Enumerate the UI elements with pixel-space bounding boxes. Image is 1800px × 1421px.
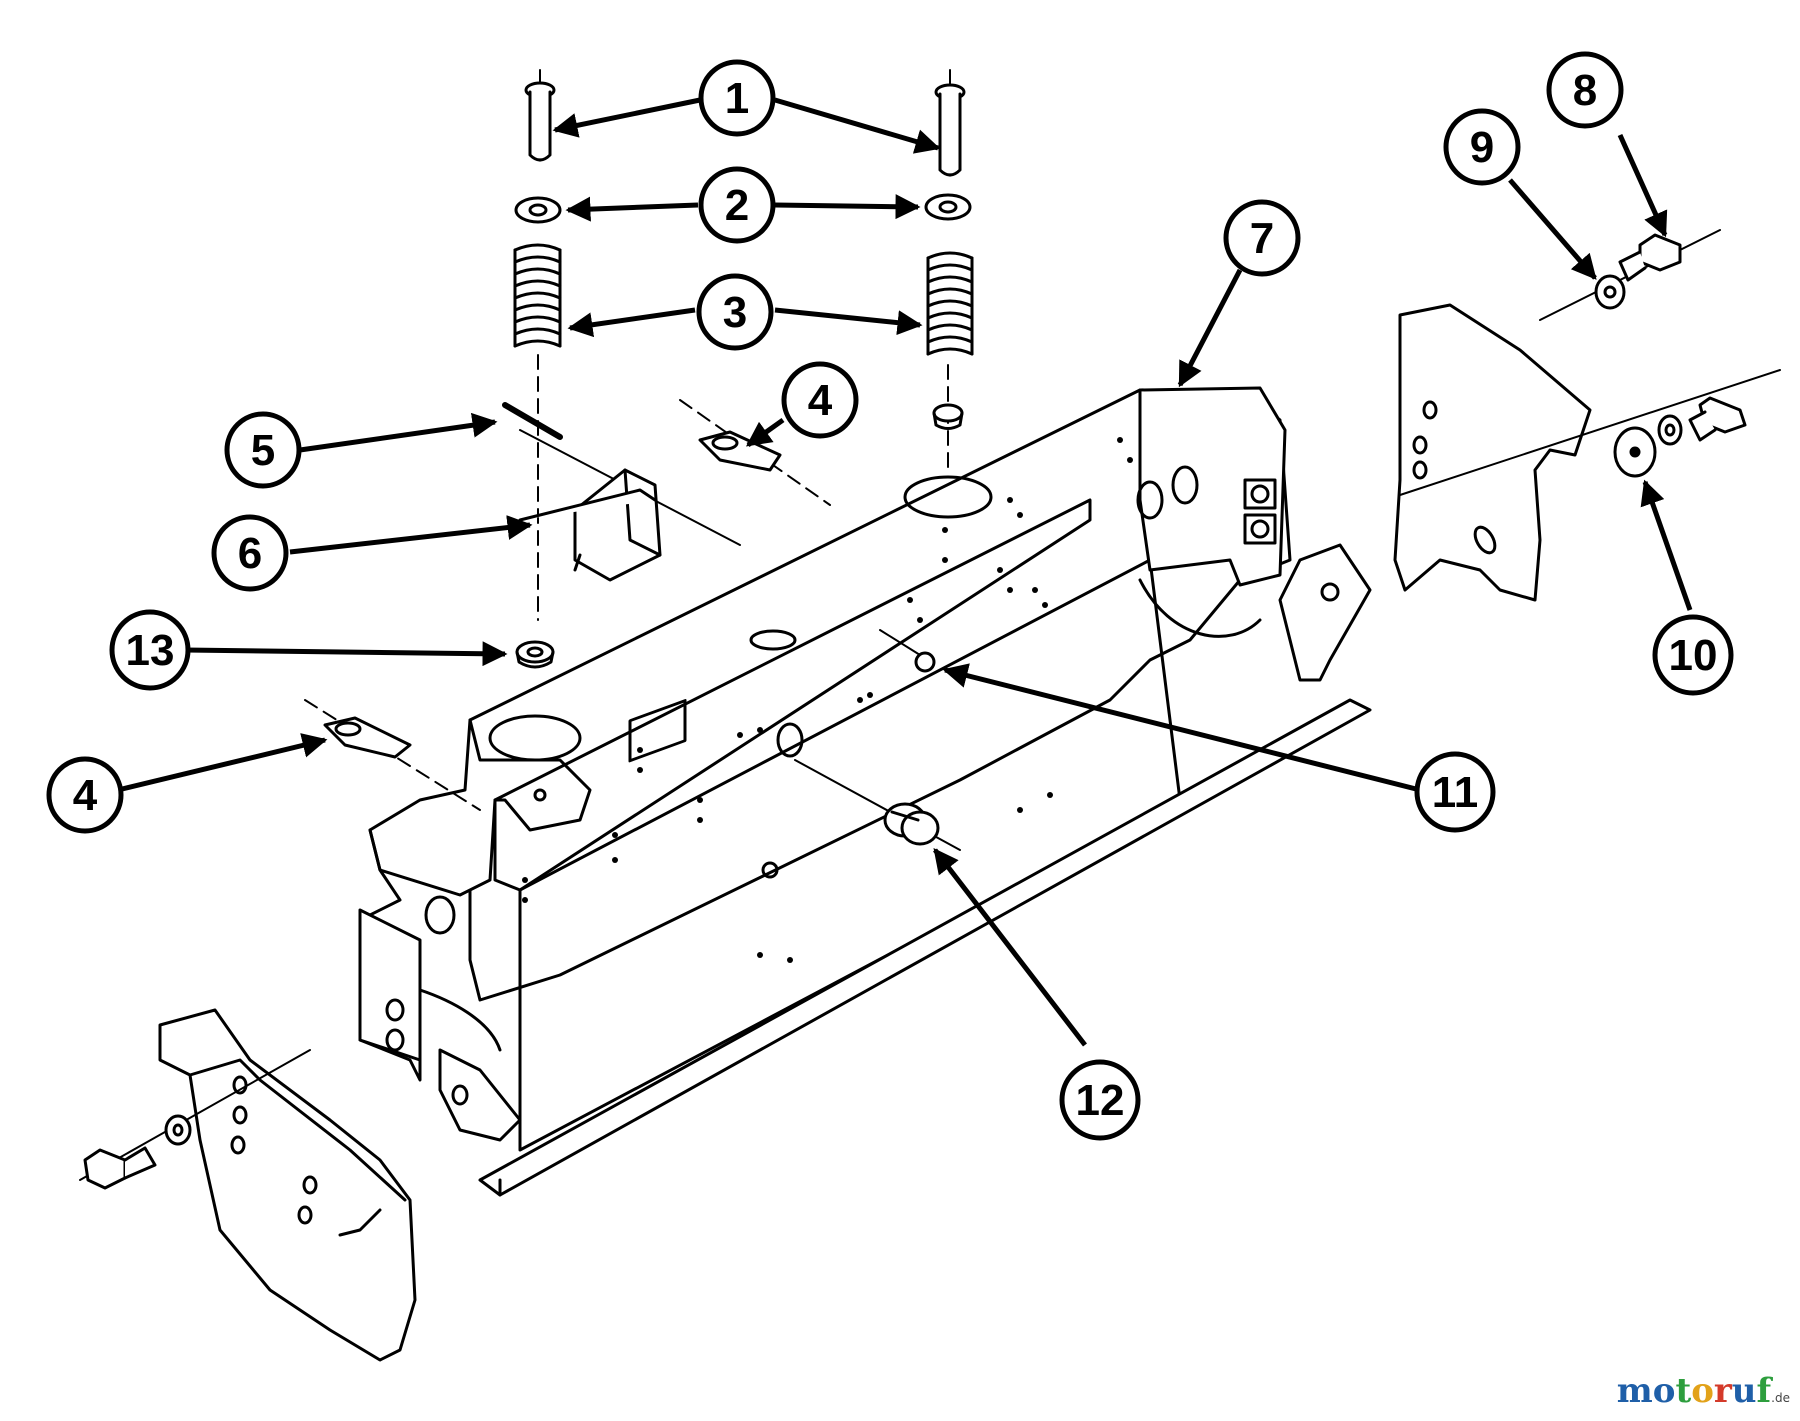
spring-right	[926, 251, 974, 356]
spring-left	[513, 243, 562, 348]
bolt-8	[1618, 233, 1682, 282]
svg-text:12: 12	[1076, 1076, 1125, 1125]
svg-text:2: 2	[725, 181, 749, 230]
svg-text:11: 11	[1432, 768, 1479, 817]
pin-right	[934, 69, 966, 177]
bolt-10	[1688, 396, 1747, 442]
callout-12: 12	[1059, 1059, 1141, 1141]
svg-text:13: 13	[126, 626, 175, 675]
callout-8: 8	[1546, 51, 1624, 129]
callout-9: 9	[1443, 108, 1521, 186]
watermark-letter: o	[1691, 1371, 1714, 1411]
watermark-letter: r	[1713, 1371, 1732, 1411]
washer-10	[1613, 426, 1657, 478]
svg-text:6: 6	[238, 529, 262, 578]
callout-6: 6	[211, 514, 289, 592]
watermark-letter: m	[1616, 1371, 1653, 1411]
washer-right	[924, 193, 972, 221]
washer-left	[514, 196, 562, 224]
watermark-letter: t	[1675, 1371, 1692, 1411]
right-side-bracket	[1393, 303, 1592, 602]
left-side-bracket	[158, 1008, 417, 1362]
callout-5: 5	[224, 411, 302, 489]
washer-left-bolt	[164, 1114, 192, 1146]
leader-lines	[117, 97, 1693, 1047]
watermark-logo: motoruf.de	[1617, 1371, 1790, 1411]
watermark-letter: u	[1731, 1371, 1757, 1411]
watermark-letter: o	[1652, 1371, 1676, 1411]
svg-text:9: 9	[1470, 123, 1494, 172]
callout-3: 3	[696, 273, 774, 351]
watermark-tld: .de	[1771, 1391, 1790, 1405]
callout-13: 13	[109, 609, 191, 691]
svg-text:10: 10	[1669, 631, 1718, 680]
pin-left	[524, 69, 556, 162]
svg-text:1: 1	[725, 74, 749, 123]
watermark-letter: f	[1756, 1371, 1772, 1411]
svg-text:3: 3	[723, 288, 747, 337]
bushing-right-top	[932, 403, 964, 430]
svg-text:5: 5	[251, 426, 275, 475]
main-frame	[358, 386, 1372, 1197]
callout-1: 1	[698, 59, 776, 137]
callout-2: 2	[698, 166, 776, 244]
washer-9	[1594, 274, 1626, 310]
callout-7: 7	[1223, 199, 1301, 277]
svg-text:8: 8	[1573, 66, 1597, 115]
svg-text:4: 4	[73, 771, 98, 820]
callouts: 1 2 3 4 4 5 6 7	[46, 51, 1734, 1141]
callout-11: 11	[1414, 751, 1496, 833]
callout-4-upper: 4	[781, 361, 859, 439]
svg-text:4: 4	[808, 376, 833, 425]
lock-washer-10	[1657, 414, 1683, 446]
callout-10: 10	[1652, 614, 1734, 696]
tab-4-lower	[323, 716, 412, 759]
switch-assembly	[502, 402, 741, 582]
bushing-12	[883, 802, 940, 846]
callout-4-lower: 4	[46, 756, 124, 834]
nut-13	[515, 640, 555, 669]
nut-11	[914, 651, 936, 673]
tab-4-upper	[698, 430, 782, 472]
bolt-left	[83, 1146, 157, 1190]
svg-text:7: 7	[1250, 214, 1274, 263]
